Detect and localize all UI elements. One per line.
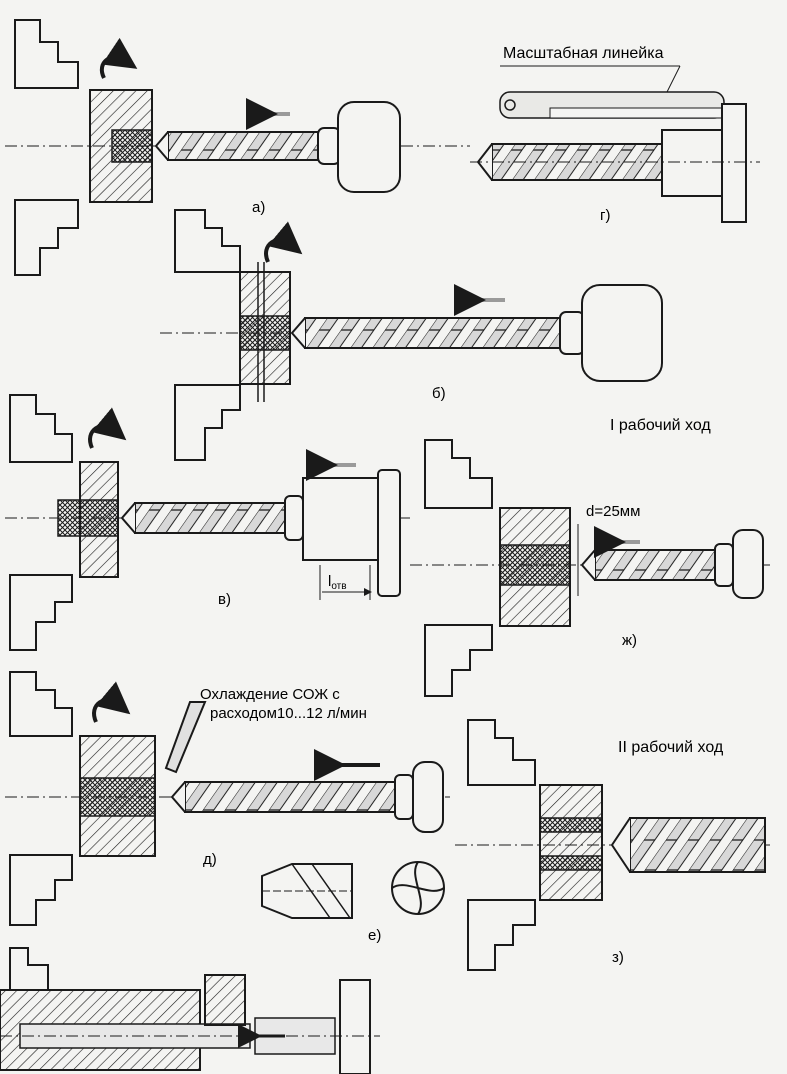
rotation-arrow-icon [88, 407, 127, 449]
rotation-arrow-icon [100, 37, 138, 79]
drill-bit [167, 131, 319, 161]
fig-label-b: б) [432, 385, 446, 402]
coolant-nozzle [164, 701, 207, 774]
panel-z: з) [455, 719, 770, 971]
panel-bottom [0, 947, 380, 1074]
fig-label-v: в) [218, 591, 231, 608]
fig-label-zh: ж) [622, 632, 637, 649]
coolant-note-line1: Охлаждение СОЖ с [200, 686, 340, 703]
panel-b: б) [160, 209, 663, 461]
rotation-arrow-icon [264, 221, 303, 263]
hole-length-label: lотв [328, 573, 347, 592]
fig-label-d: д) [203, 851, 217, 868]
fig-label-g: г) [600, 207, 610, 224]
second-pass-label: II рабочий ход [618, 739, 724, 756]
panel-zh: d=25мм ж) [410, 439, 770, 697]
first-pass-label: I рабочий ход [610, 417, 711, 434]
panel-a: а) [5, 19, 470, 276]
diameter-label: d=25мм [586, 503, 640, 520]
ruler-title: Масштабная линейка [503, 45, 664, 62]
tailstock-chuck [337, 101, 401, 193]
chuck-jaw-upper [14, 19, 79, 89]
fig-label-e: е) [368, 927, 381, 944]
coolant-note-line2: расходом10...12 л/мин [210, 705, 367, 722]
panel-g: Масштабная линейка г) [470, 45, 760, 224]
fig-label-a: а) [252, 199, 265, 216]
panel-e: е) [261, 861, 445, 944]
rotation-arrow-icon [92, 681, 131, 723]
fig-label-z: з) [612, 949, 624, 966]
panel-d: Охлаждение СОЖ с расходом10...12 л/мин д… [5, 671, 450, 926]
chuck-jaw-lower [14, 199, 79, 276]
panel-v: lотв в) [5, 394, 410, 651]
